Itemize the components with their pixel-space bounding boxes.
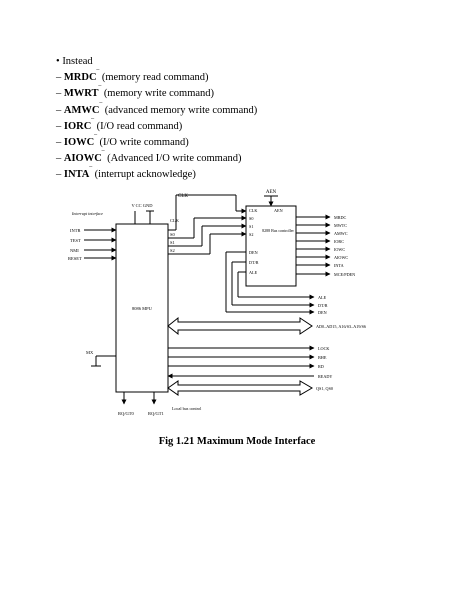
bus-den-label: DEN (318, 310, 327, 315)
bullet-item: – INTA‾ (interrupt acknowledge) (56, 166, 196, 181)
out-iorc-label: IORC (334, 239, 344, 244)
mpu-s2-label: S2 (170, 248, 175, 253)
mpu-box (115, 223, 169, 393)
bullet-item: – IOWC‾ (I/O write command) (56, 134, 189, 149)
bullet-item: – IORC‾ (I/O read command) (56, 117, 183, 132)
bus-address-data-label: AD0–AD15, A16/S3–A19/S6 (316, 324, 366, 330)
out-mwtc-label: MWTC (334, 223, 347, 228)
figure-caption: Fig 1.21 Maximum Mode Interface (158, 436, 316, 447)
out-inta-label: INTA (334, 263, 344, 268)
ctrl-den-label: DEN (249, 250, 258, 255)
aen-top-label: AEN (266, 190, 277, 195)
bullet-item: – AIOWC‾ (Advanced I/O write command) (56, 150, 242, 165)
intr-label: INTR (70, 228, 81, 233)
ctrl-s1-label: S1 (249, 224, 253, 229)
ctrl-aen-label: AEN (274, 208, 283, 213)
ctrl-ale-label: ALE (249, 270, 258, 275)
mpu-s1-label: S1 (170, 240, 175, 245)
out-amwc-label: AMWC (334, 231, 348, 236)
bus-qs-label: QS1, QS0 (316, 386, 333, 392)
reset-label: RESET (68, 256, 82, 261)
ctrl-name-label: 8288 Bus controller (262, 228, 294, 233)
bullet-item: – AMWC‾ (advanced memory write command) (56, 101, 258, 116)
bus-rd-label: RD (318, 364, 324, 369)
out-mrdc-label: MRDC (334, 215, 347, 220)
out-aiowc-label: AIOWC (334, 255, 348, 260)
bullet-item: • Instead (56, 56, 93, 67)
clk-top-label: CLK (178, 194, 188, 199)
bus-bhe-label: BHE (318, 355, 327, 360)
local-bus-control-label: Local bus control (172, 406, 202, 411)
queue-status-bus-arrow (167, 380, 313, 396)
bus-lock-label: LOCK (318, 346, 329, 351)
mpu-name-label: 8086 MPU (132, 306, 153, 311)
ctrl-clk-label: CLK (249, 208, 257, 213)
nmi-label: NMI (70, 248, 79, 253)
test-label: TEST (70, 238, 81, 243)
mpu-s0-label: S0 (170, 232, 176, 237)
mpu-clk-label: CLK (170, 218, 180, 223)
ctrl-s2-label: S2 (249, 232, 253, 237)
mx-label: MX (86, 350, 94, 355)
bullet-item: – MWRT‾ (memory write command) (56, 85, 215, 100)
out-iowc-label: IOWC (334, 247, 345, 252)
address-data-bus-arrow (167, 316, 313, 336)
bus-ale-label: ALE (318, 295, 327, 300)
out-mce-pden-label: MCE/PDEN (334, 272, 355, 277)
bus-ready-label: READY (318, 374, 332, 379)
ctrl-dtr-label: DT/R (249, 260, 259, 265)
bus-dtr-label: DT/R (318, 303, 328, 308)
vcc-gnd-label: V CC GND (131, 203, 153, 208)
rq-gt0-label: RQ/GT0 (118, 411, 135, 416)
bullet-item: – MRDC‾ (memory read command) (56, 69, 209, 84)
ctrl-s0-label: S0 (249, 216, 253, 221)
rq-gt1-label: RQ/GT1 (148, 411, 164, 416)
interrupt-interface-label: Interrupt interface (71, 211, 103, 216)
command-list: • Instead – MRDC‾ (memory read command) … (56, 54, 257, 184)
